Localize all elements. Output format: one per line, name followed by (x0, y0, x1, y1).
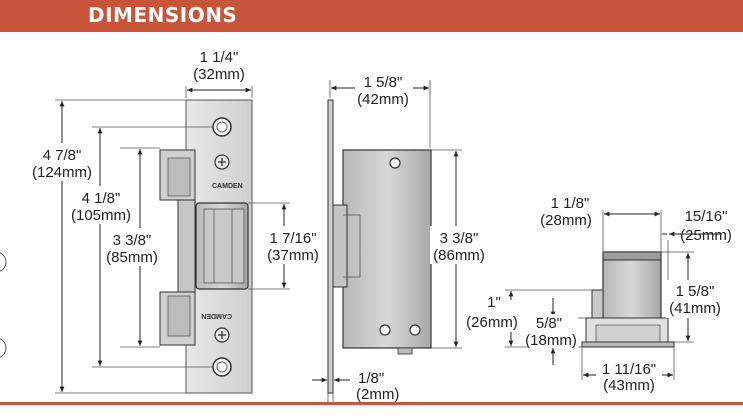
side-body (342, 149, 432, 349)
body-height-imperial: 3 3/8" (113, 232, 152, 249)
side-faceplate (327, 99, 334, 394)
label-bg (488, 300, 532, 332)
front-view: 1 1/4" (32mm) CAMDEN CAMDEN 4 7/8" (20, 49, 324, 394)
label-bg (262, 226, 324, 264)
side-tab (397, 347, 413, 355)
faceplate-width-metric: (32mm) (193, 66, 245, 83)
keeper-inner (203, 208, 245, 284)
label-bg (528, 314, 578, 348)
end-view: 1 1/8" (28mm) 15/16" (25mm) 1 5/8" (41mm… (466, 195, 732, 394)
keeper-height-imperial: 1" (487, 294, 501, 311)
section-title: DIMENSIONS (88, 3, 238, 27)
side-height-imperial: 3 3/8" (440, 230, 479, 247)
screw-slot (218, 331, 226, 339)
hole-spacing-metric: (105mm) (71, 207, 131, 224)
brand-label-top: CAMDEN (212, 183, 243, 190)
body-height-metric: (85mm) (106, 249, 158, 266)
top-offset-metric: (25mm) (680, 227, 732, 244)
label-bg (104, 228, 160, 266)
overall-width-imperial: 1 11/16" (602, 361, 656, 378)
lip-height-metric: (18mm) (525, 332, 577, 349)
brand-label-bottom: CAMDEN (201, 312, 232, 319)
side-keeper (332, 204, 348, 288)
side-view: 1 5/8" (42mm) 3 3/8" (86mm) 1/8" (2mm) (312, 70, 488, 403)
overall-height-imperial: 4 7/8" (43, 147, 82, 164)
section-header: DIMENSIONS (0, 0, 743, 30)
cropped-circle (0, 252, 7, 272)
end-width-imperial: 1 1/8" (551, 195, 590, 212)
end-width-metric: (28mm) (540, 212, 592, 229)
depth-metric: (42mm) (357, 91, 409, 108)
keeper-opening-imperial: 1 7/16" (269, 230, 316, 247)
mounting-hole-bottom-inner (216, 361, 228, 373)
depth-imperial: 1 5/8" (364, 74, 403, 91)
label-bg (68, 186, 134, 224)
overall-width-metric: (43mm) (603, 377, 655, 394)
faceplate-width-imperial: 1 1/4" (200, 49, 239, 66)
side-hole-bottom-right (409, 324, 421, 336)
strike-body-center (177, 199, 196, 293)
header-rule (0, 30, 743, 32)
label-bg (355, 70, 413, 108)
end-base-inner (595, 324, 661, 343)
end-height-metric: (41mm) (669, 300, 721, 317)
top-offset-imperial: 15/16" (685, 208, 728, 225)
keeper-height-metric: (26mm) (466, 314, 518, 331)
label-bg (666, 280, 724, 318)
overall-height-metric: (124mm) (32, 164, 92, 181)
mounting-hole-top-inner (216, 121, 228, 133)
end-plate (581, 341, 675, 348)
label-bg (20, 143, 104, 181)
side-height-metric: (86mm) (433, 247, 485, 264)
strike-body-bottom-inner (167, 295, 191, 337)
end-keeper (591, 289, 604, 319)
strike-body-top-inner (167, 157, 191, 197)
label-bg (596, 358, 662, 394)
end-body-top (602, 251, 662, 261)
lip-height-imperial: 5/8" (536, 315, 562, 332)
end-height-imperial: 1 5/8" (676, 283, 715, 300)
side-hole-bottom-left (379, 324, 391, 336)
hole-spacing-imperial: 4 1/8" (82, 190, 121, 207)
footer-rule (0, 402, 743, 405)
screw-slot (218, 158, 226, 166)
keeper-opening-metric: (37mm) (267, 247, 319, 264)
thickness-metric: (2mm) (356, 386, 399, 403)
side-hole-top (389, 157, 401, 169)
label-bg (430, 226, 488, 264)
thickness-imperial: 1/8" (358, 370, 384, 387)
cropped-circle (0, 338, 7, 358)
